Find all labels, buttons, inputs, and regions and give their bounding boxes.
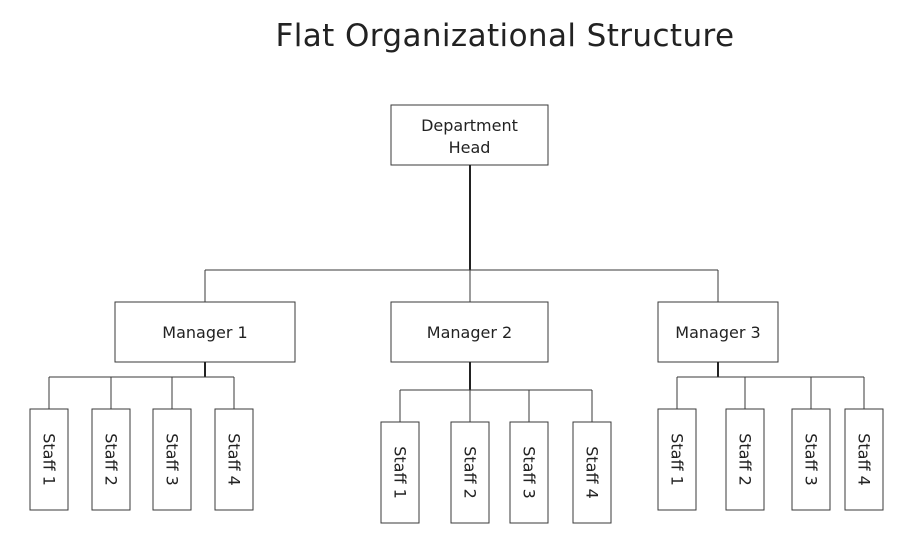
- staff-node[interactable]: Staff 2: [91, 408, 131, 511]
- department-head-node[interactable]: Department Head: [390, 104, 549, 166]
- manager-node-1[interactable]: Manager 1: [114, 301, 296, 363]
- staff-label: Staff 2: [736, 433, 755, 486]
- staff-label: Staff 3: [520, 446, 539, 499]
- staff-label: Staff 4: [583, 446, 602, 499]
- staff-node[interactable]: Staff 4: [214, 408, 254, 511]
- staff-label: Staff 3: [163, 433, 182, 486]
- staff-label: Staff 2: [461, 446, 480, 499]
- manager-1-connectors: [48, 362, 235, 409]
- department-head-label-line2: Head: [449, 138, 491, 157]
- manager-node-2[interactable]: Manager 2: [390, 301, 549, 363]
- staff-label: Staff 4: [225, 433, 244, 486]
- staff-node[interactable]: Staff 3: [791, 408, 831, 511]
- staff-node[interactable]: Staff 4: [572, 421, 612, 524]
- staff-node[interactable]: Staff 1: [380, 421, 420, 524]
- staff-label: Staff 2: [102, 433, 121, 486]
- staff-label: Staff 1: [40, 433, 59, 486]
- staff-node[interactable]: Staff 2: [450, 421, 490, 524]
- head-connectors: [204, 165, 719, 302]
- staff-node[interactable]: Staff 4: [844, 408, 884, 511]
- staff-node[interactable]: Staff 1: [29, 408, 69, 511]
- diagram-title: Flat Organizational Structure: [275, 18, 735, 54]
- manager-2-connectors: [399, 362, 593, 422]
- staff-node[interactable]: Staff 3: [509, 421, 549, 524]
- manager-label: Manager 2: [427, 323, 512, 342]
- manager-label: Manager 3: [675, 323, 760, 342]
- manager-3-connectors: [676, 362, 865, 409]
- staff-label: Staff 1: [391, 446, 410, 499]
- staff-node[interactable]: Staff 2: [725, 408, 765, 511]
- department-head-label-line1: Department: [421, 116, 518, 135]
- staff-label: Staff 4: [855, 433, 874, 486]
- staff-label: Staff 3: [802, 433, 821, 486]
- staff-node[interactable]: Staff 1: [657, 408, 697, 511]
- manager-node-3[interactable]: Manager 3: [657, 301, 779, 363]
- staff-label: Staff 1: [668, 433, 687, 486]
- manager-label: Manager 1: [162, 323, 247, 342]
- staff-node[interactable]: Staff 3: [152, 408, 192, 511]
